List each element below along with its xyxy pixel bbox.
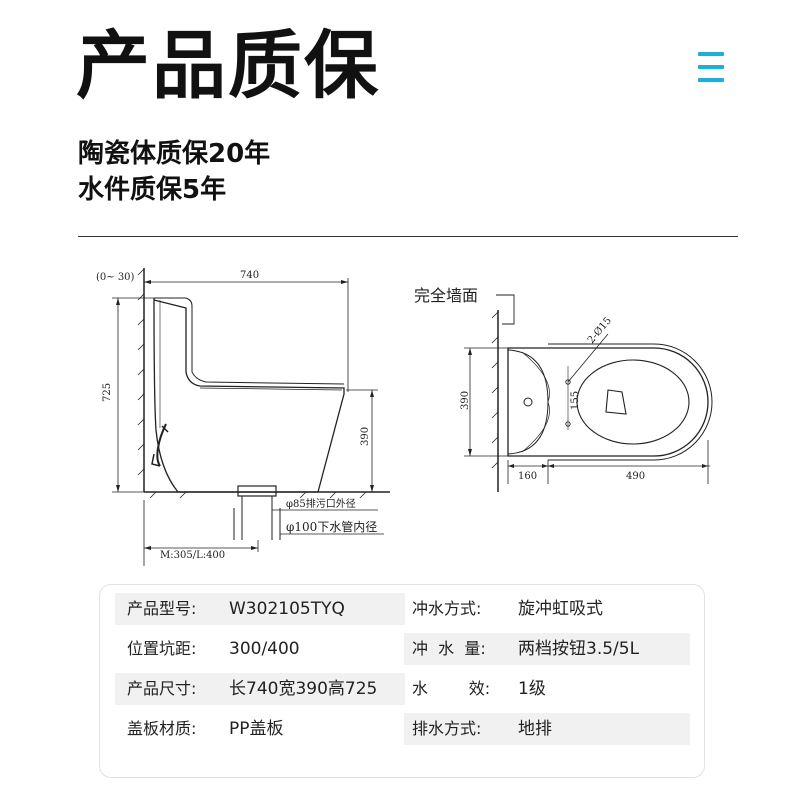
spec-label-seat-material: 盖板材质: [127,719,197,738]
outlet-flange [237,485,277,497]
height-dimension: 725 [102,383,113,402]
spec-label-flush-type: 冲水方式: [412,599,482,618]
menu-icon-bar [698,52,724,56]
spec-value-water-efficiency: 1级 [518,679,546,699]
spec-value-drain-type: 地排 [518,719,552,739]
spec-label-flush-volume: 冲 水 量: [412,639,486,658]
bowl-rim [576,359,690,445]
spec-value-model: W302105TYQ [229,599,345,619]
pipe-diameter-label: φ100下水管内径 [286,519,377,534]
spec-value-flush-type: 旋冲虹吸式 [518,599,603,619]
spec-value-seat-material: PP盖板 [229,719,284,739]
warranty-water-parts: 水件质保5年 [78,175,227,205]
rough-in-label: M:305/L:400 [160,550,225,561]
spec-label-model: 产品型号: [115,593,405,625]
outlet-diameter-label: φ85排污口外径 [286,497,356,510]
width-dimension: 740 [240,270,259,281]
spec-label-drain-type: 排水方式: [412,719,482,738]
section-divider [78,236,738,237]
trapway [156,423,167,467]
spec-table: 产品型号: W302105TYQ 冲水方式: 旋冲虹吸式 位置坑距: 300/4… [99,584,705,778]
spec-label-size: 产品尺寸: [115,673,405,705]
bowl-length-dimension: 490 [626,471,645,482]
tank-hole [523,397,533,407]
tank-outline [507,349,549,455]
toilet-side-outline [153,298,345,493]
spec-label-rough-in: 位置坑距: [127,639,197,658]
menu-icon[interactable] [698,48,724,88]
tank-length-dimension: 160 [518,471,537,482]
spec-row-shade [404,633,690,665]
angle-range-label: (0~ 30) [96,272,135,283]
spec-label-water-efficiency: 水 效: [412,679,491,698]
spec-row-shade [404,713,690,745]
bowl-outlet [605,389,627,415]
spec-value-size: 长740宽390高725 [229,679,378,699]
side-view [112,268,390,566]
spec-value-flush-volume: 两档按钮3.5/5L [518,639,640,659]
hole-spec-label: 2-Ø15 [586,315,614,346]
menu-icon-bar [698,78,724,82]
hole-spacing-dimension: 155 [570,391,581,410]
menu-icon-bar [698,65,724,69]
spec-value-rough-in: 300/400 [229,639,300,659]
page-title: 产品质保 [76,23,380,109]
seat-height-dimension: 390 [360,427,371,446]
toilet-top-outline [507,347,709,457]
warranty-ceramic: 陶瓷体质保20年 [78,139,271,169]
wall-label: 完全墙面 [414,286,478,305]
top-view [464,294,713,492]
depth-dimension: 390 [460,391,471,410]
